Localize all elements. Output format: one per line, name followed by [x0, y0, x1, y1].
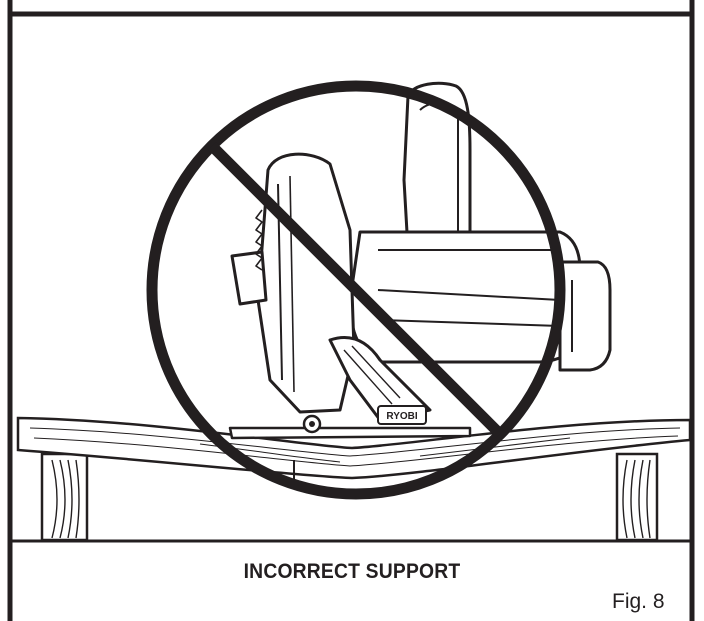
- figure-caption: INCORRECT SUPPORT: [243, 560, 461, 583]
- figure-frame: [7, 0, 695, 621]
- left-support-block: [40, 452, 89, 542]
- right-support-block: [615, 452, 659, 542]
- figure-label: Fig. 8: [612, 590, 665, 613]
- brand-mark: RYOBI: [386, 411, 418, 422]
- prohibition-icon: [146, 80, 566, 500]
- circular-saw: [228, 81, 612, 482]
